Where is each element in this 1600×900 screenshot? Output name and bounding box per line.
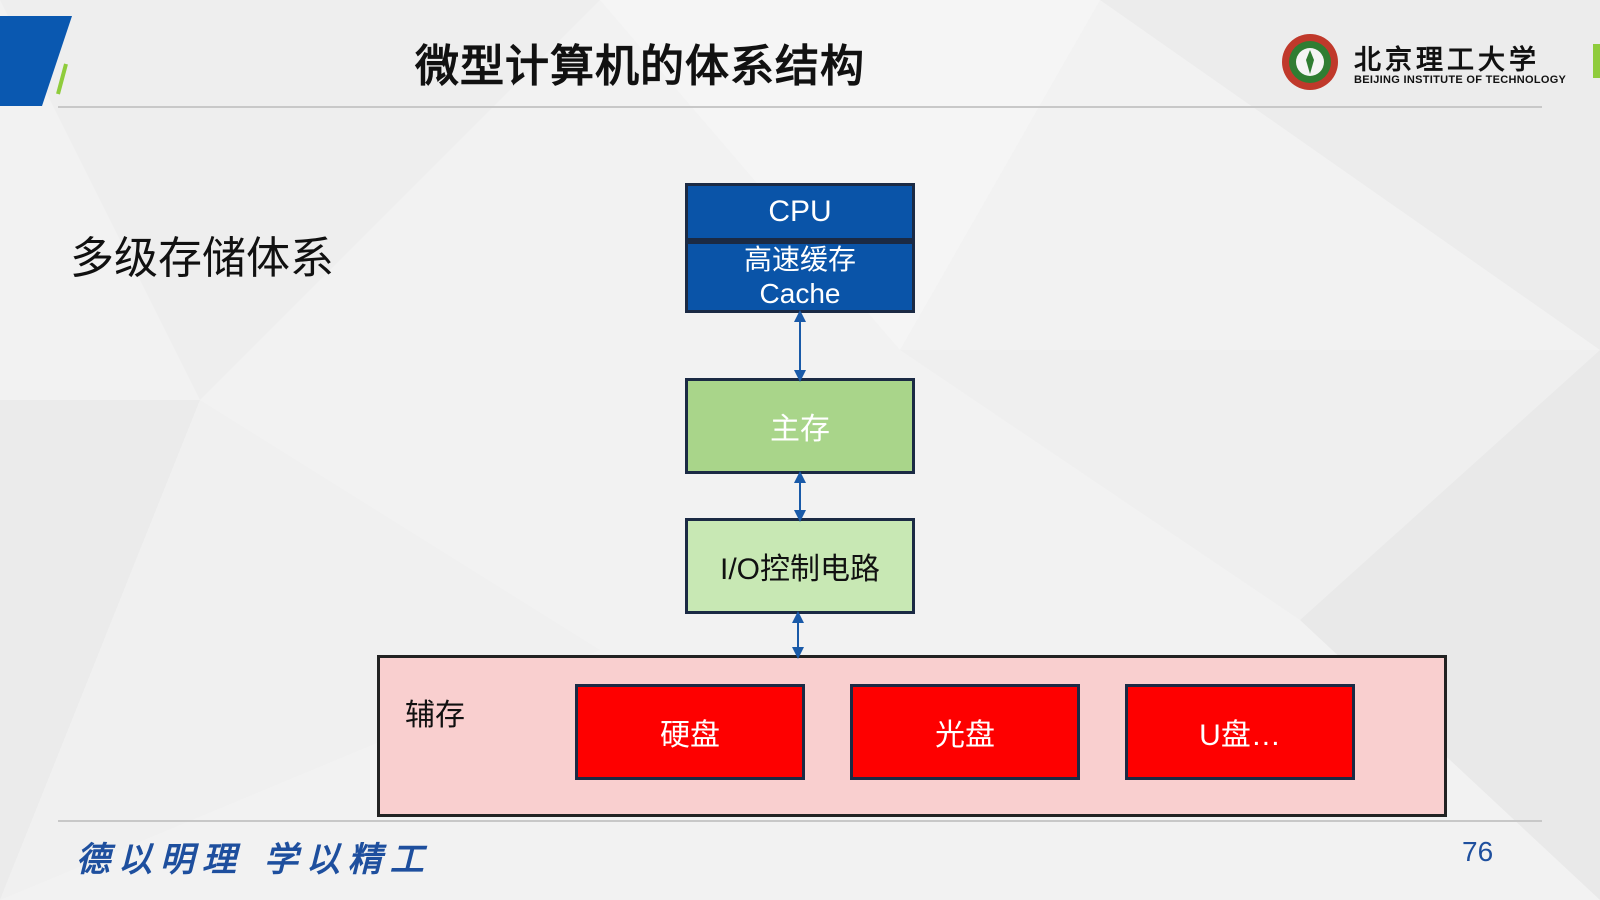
hard-disk-label: 硬盘 (660, 719, 720, 752)
usb-disk-label: U盘… (1199, 719, 1281, 752)
university-logo: 北京理工大学 BEIJING INSTITUTE OF TECHNOLOGY (1280, 32, 1570, 92)
footer-divider (58, 820, 1542, 822)
cache-label-en: Cache (759, 278, 841, 309)
university-name-cn: 北京理工大学 (1354, 45, 1540, 76)
green-accent-tab (1593, 44, 1600, 78)
page-number: 76 (1462, 836, 1494, 867)
section-subtitle: 多级存储体系 (70, 233, 334, 284)
cache-box: 高速缓存 Cache (685, 241, 915, 313)
university-name-en: BEIJING INSTITUTE OF TECHNOLOGY (1354, 74, 1567, 86)
hard-disk-box: 硬盘 (575, 684, 805, 780)
university-seal-icon (1282, 34, 1338, 90)
main-memory-label: 主存 (770, 413, 830, 446)
slide-title: 微型计算机的体系结构 (415, 41, 865, 92)
university-motto: 德以明理 学以精工 (76, 840, 432, 880)
cpu-label: CPU (768, 195, 832, 228)
main-memory-box: 主存 (685, 378, 915, 474)
io-control-label: I/O控制电路 (719, 553, 880, 586)
optical-disk-label: 光盘 (935, 719, 995, 752)
header-divider (58, 106, 1542, 108)
usb-disk-box: U盘… (1125, 684, 1355, 780)
header-accent (0, 16, 72, 106)
io-control-box: I/O控制电路 (685, 518, 915, 614)
optical-disk-box: 光盘 (850, 684, 1080, 780)
cpu-box: CPU (685, 183, 915, 241)
cache-label-cn: 高速缓存 (743, 244, 856, 275)
auxiliary-storage-label: 辅存 (405, 699, 465, 732)
